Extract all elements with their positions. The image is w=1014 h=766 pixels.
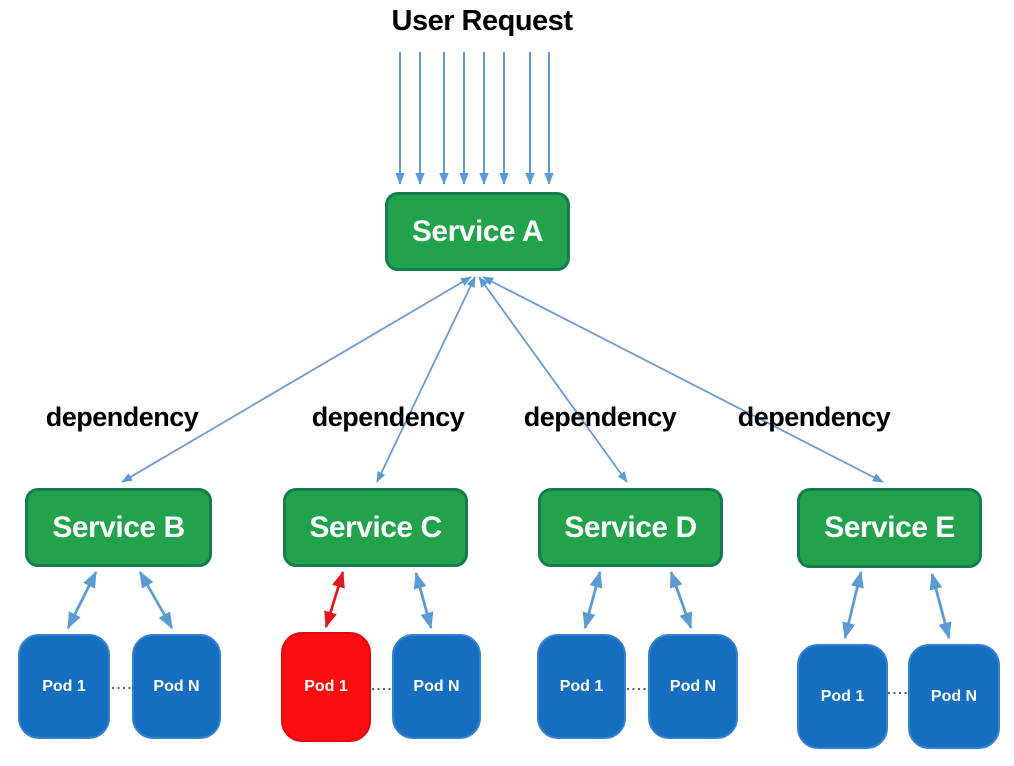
service-e-box: Service E <box>797 488 982 568</box>
dependency-label-1: dependency <box>45 402 199 432</box>
dependency-label-2: dependency <box>311 402 465 432</box>
service-a-label: Service A <box>411 214 544 248</box>
pod-label: Pod 1 <box>820 687 865 705</box>
service-d-box: Service D <box>538 488 723 567</box>
user-request-label: User Request <box>391 5 573 37</box>
service-c-pod-n: Pod N <box>392 634 481 739</box>
service-d-label: Service D <box>564 510 697 544</box>
dependency-label-3: dependency <box>523 402 677 432</box>
pod-label: Pod 1 <box>304 678 348 695</box>
pod-label: Pod N <box>930 687 978 705</box>
failed-pod-red-arrow <box>324 570 345 629</box>
service-e-pod-1: Pod 1 <box>797 644 888 749</box>
dependency-label-4: dependency <box>737 402 891 432</box>
service-c-box: Service C <box>283 488 468 567</box>
service-b-box: Service B <box>25 488 212 567</box>
pod-label: Pod N <box>413 677 460 695</box>
pod-label: Pod 1 <box>559 677 604 695</box>
service-b-pod-1: Pod 1 <box>18 634 110 739</box>
service-d-pod-1: Pod 1 <box>537 634 626 739</box>
pod-dotted-links <box>112 687 911 694</box>
dependency-arrows <box>121 276 884 483</box>
pod-label: Pod N <box>153 677 200 695</box>
service-e-pod-n: Pod N <box>908 644 1000 749</box>
service-b-label: Service B <box>52 510 185 544</box>
pod-label: Pod N <box>669 677 717 695</box>
service-c-pod-1-failed: Pod 1 <box>281 632 371 742</box>
service-pod-arrows <box>66 570 952 640</box>
user-request-arrows <box>395 52 554 185</box>
service-c-label: Service C <box>309 510 442 544</box>
service-b-pod-n: Pod N <box>132 634 221 739</box>
pod-label: Pod 1 <box>42 677 86 695</box>
service-d-pod-n: Pod N <box>648 634 738 739</box>
service-a-box: Service A <box>385 192 570 271</box>
service-e-label: Service E <box>824 511 955 544</box>
